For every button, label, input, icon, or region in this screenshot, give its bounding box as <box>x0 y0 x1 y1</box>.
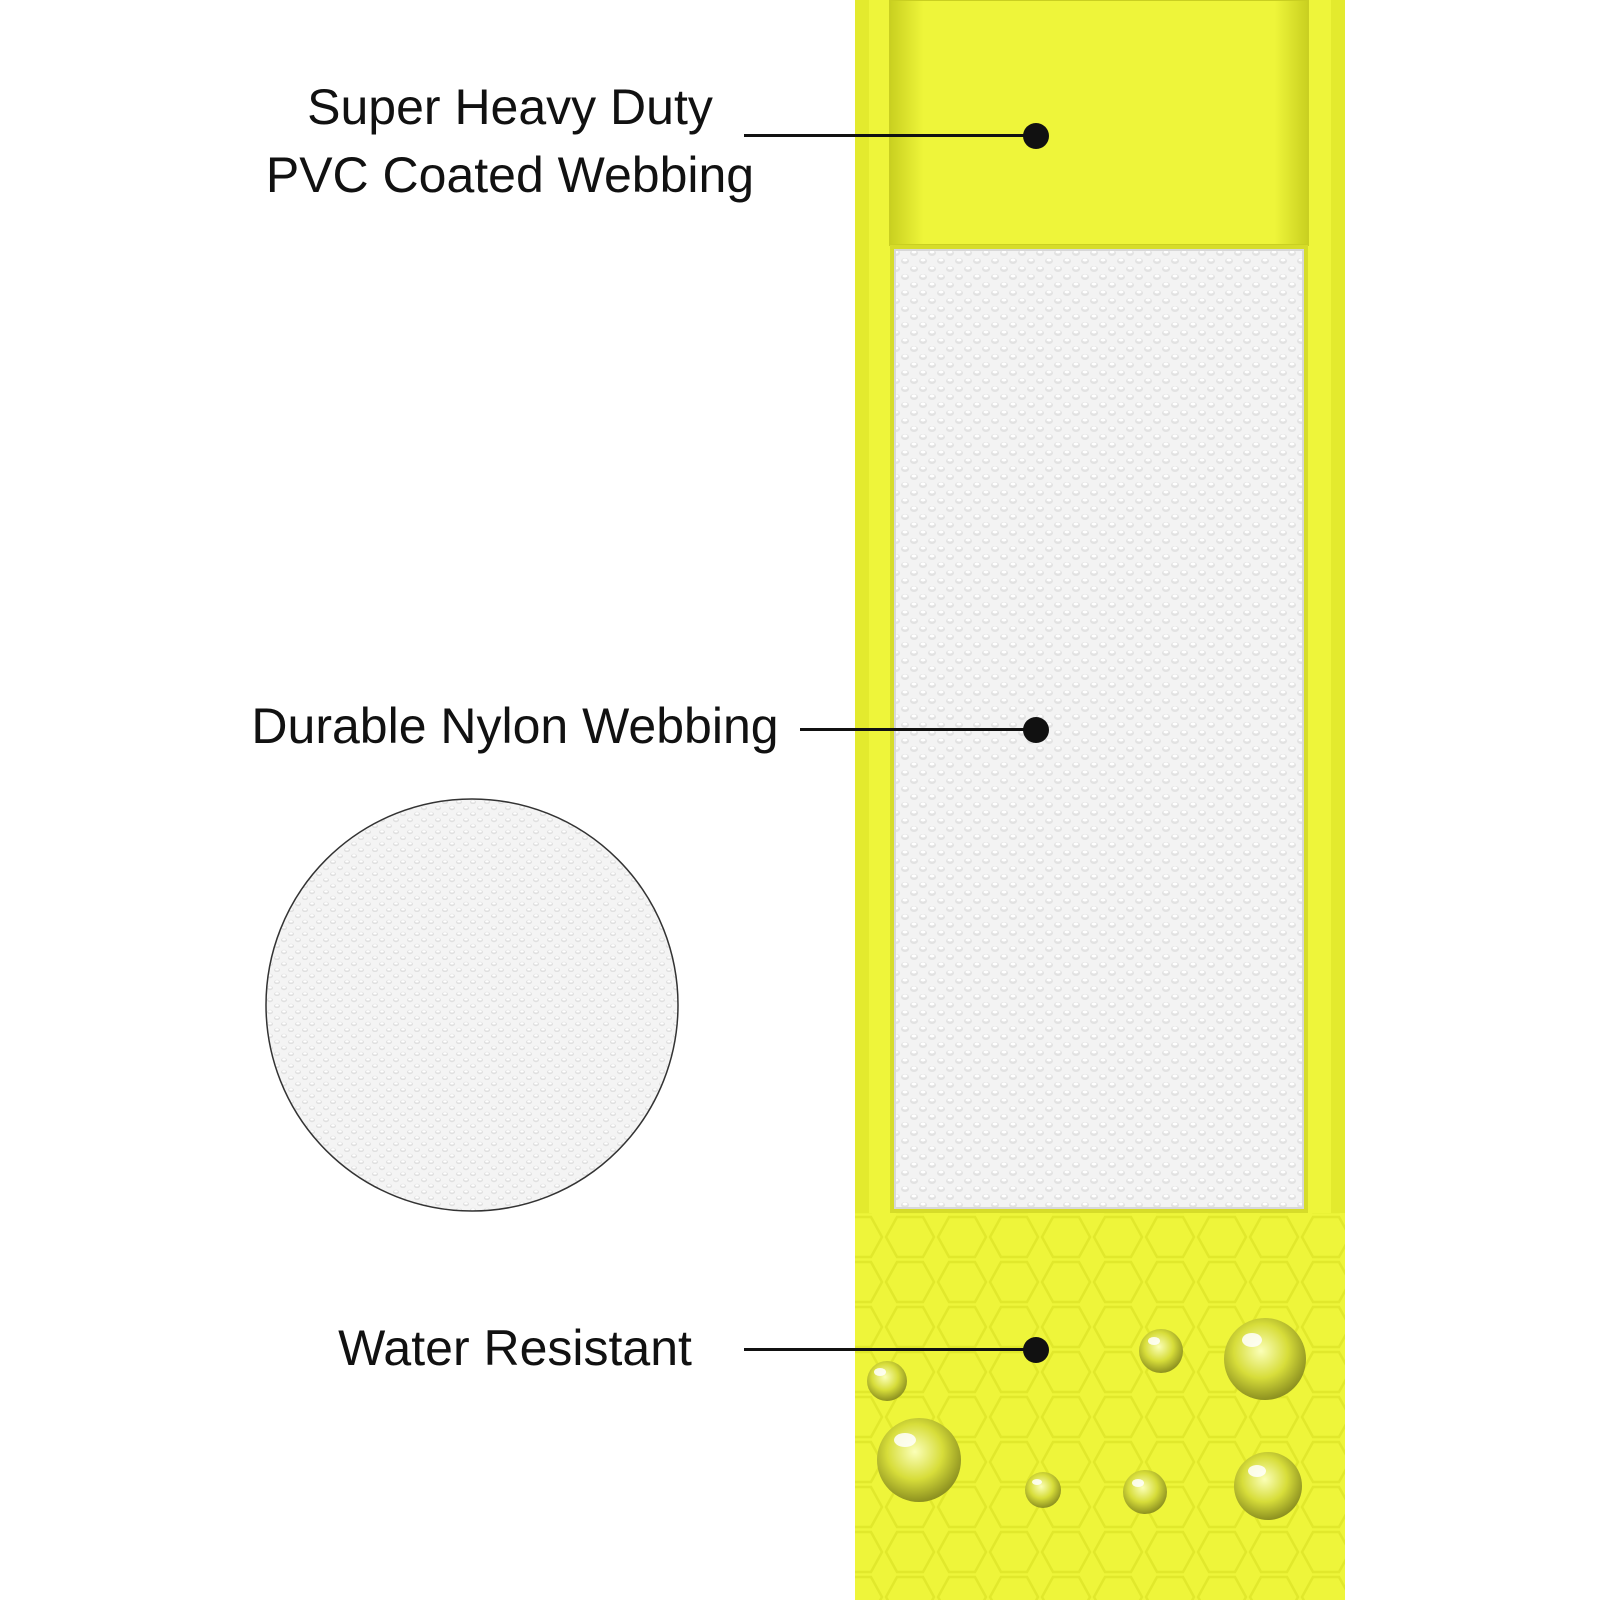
nylon-webbing-label: Durable Nylon Webbing <box>251 698 779 754</box>
pvc-label-line1: Super Heavy Duty <box>307 79 713 135</box>
water-resistant-label: Water Resistant <box>338 1320 692 1376</box>
water-leader-line <box>744 1348 1036 1351</box>
nylon-leader-line <box>800 728 1036 731</box>
pvc-coating-section <box>889 0 1309 246</box>
pvc-leader-line <box>744 134 1036 137</box>
pointer-dot-icon <box>1023 717 1049 743</box>
hex-texture-section <box>855 1213 1345 1600</box>
pvc-coated-label: Super Heavy Duty PVC Coated Webbing <box>240 73 780 209</box>
pvc-label-line2: PVC Coated Webbing <box>265 147 755 203</box>
water-droplets <box>867 1318 1306 1520</box>
pointer-dot-icon <box>1023 1337 1049 1363</box>
pointer-dot-icon <box>1023 123 1049 149</box>
nylon-magnifier <box>265 798 679 1212</box>
